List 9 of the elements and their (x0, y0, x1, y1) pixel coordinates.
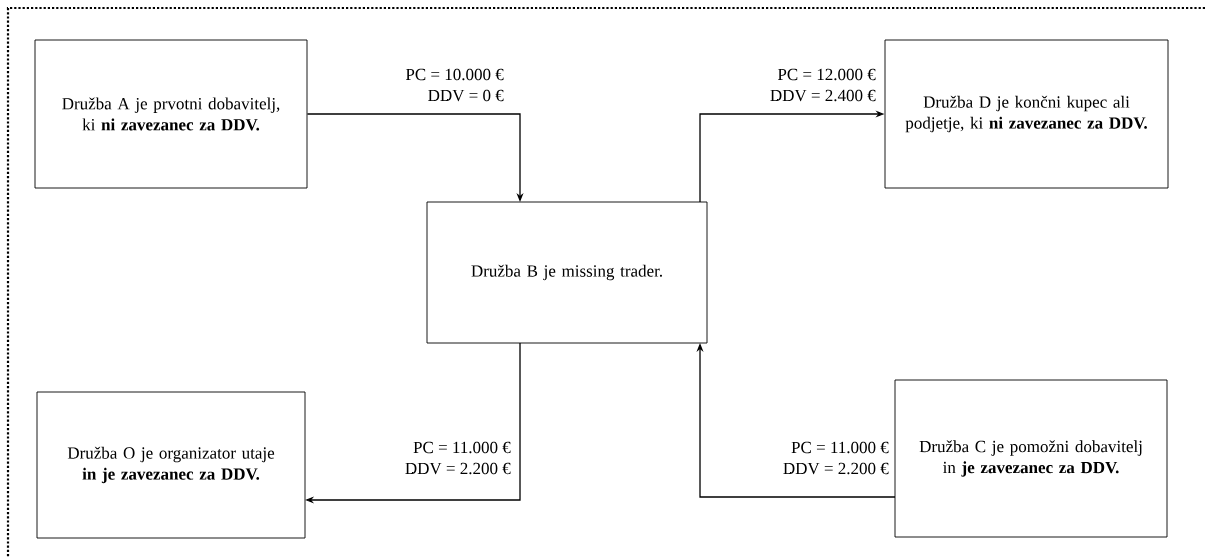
edge-label: PC = 11.000 € DDV = 2.200 € (783, 441, 889, 475)
text-box: Družba B je missing trader. (426, 201, 708, 344)
text-box: Družba C je pomožni dobavitelj in je zavezanec za DDV. (894, 379, 1168, 538)
edge-label: PC = 10.000 € DDV = 0 € (405, 68, 504, 102)
edge-label: PC = 12.000 € DDV = 2.400 € (770, 68, 876, 102)
edge-label: PC = 11.000 € DDV = 2.200 € (405, 441, 511, 475)
text-box: Družba D je končni kupec ali podjetje, ki ni zavezanec za DDV. (884, 39, 1169, 189)
text-box: Družba O je organizator utaje in je zavezanec za DDV. (36, 391, 306, 539)
text-box: Družba A je prvotni dobavitelj, ki ni zavezanec za DDV. (34, 39, 308, 189)
